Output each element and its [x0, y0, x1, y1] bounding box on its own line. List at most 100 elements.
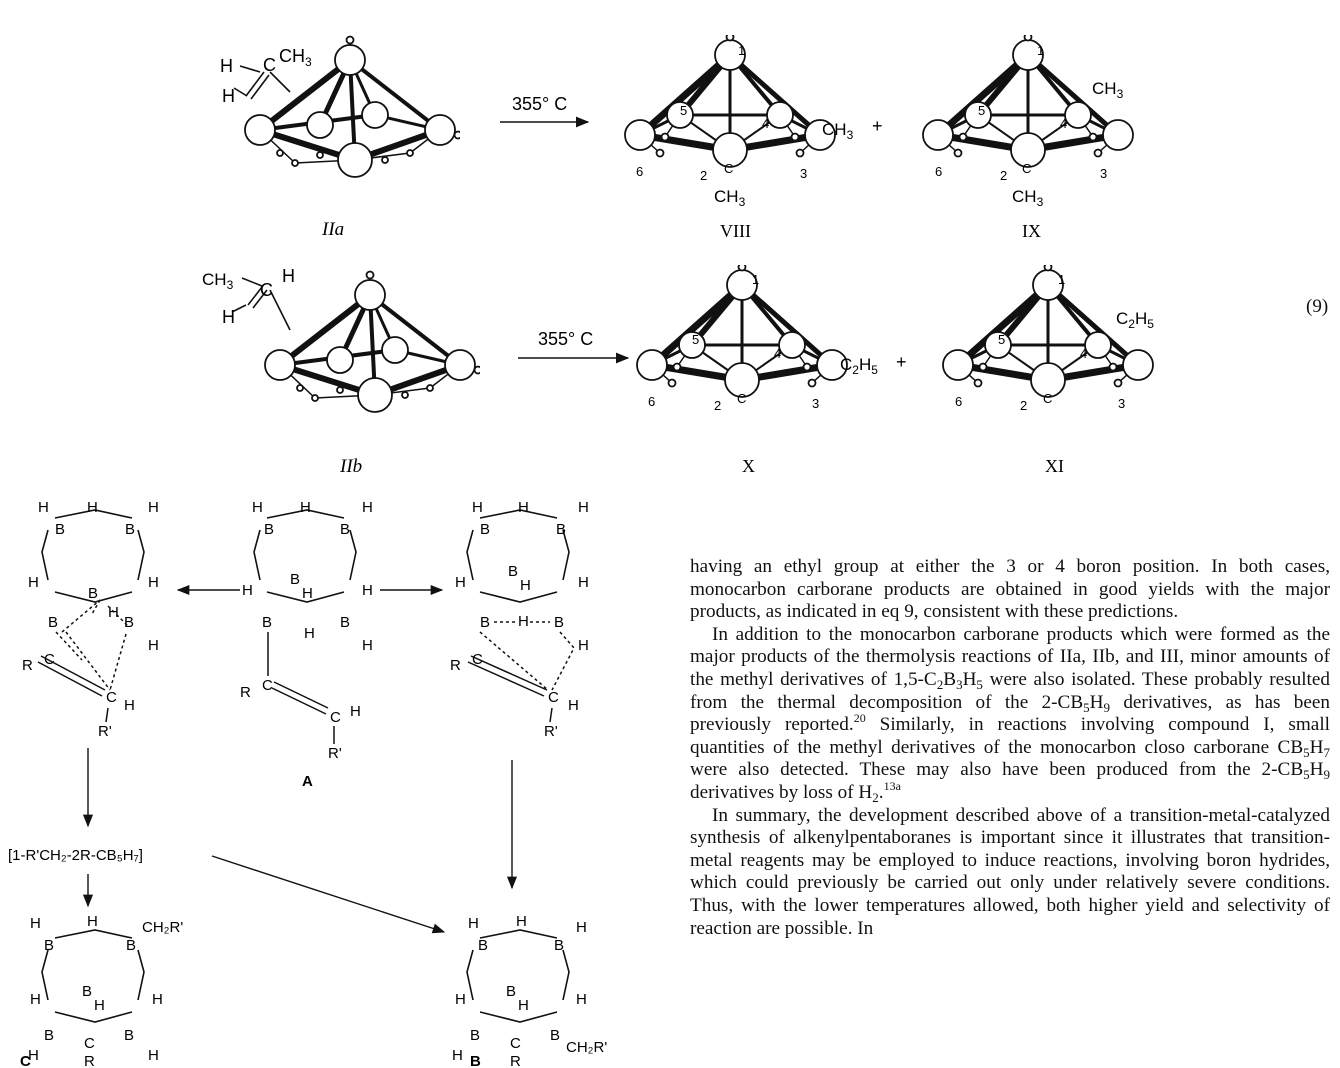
atom-label: C — [262, 677, 273, 694]
position-label: 6 — [955, 394, 962, 409]
compound-label-VIII: VIII — [720, 221, 751, 241]
position-label: 5 — [680, 103, 687, 118]
methyl-label: CH3 — [714, 187, 746, 209]
position-label: 4 — [1060, 116, 1067, 131]
atom-label: H — [362, 637, 373, 654]
equation-number: (9) — [1306, 296, 1329, 317]
atom-label: B — [125, 521, 135, 538]
atom-label: R — [240, 684, 251, 701]
atom-label: B — [478, 937, 488, 954]
position-label: 1 — [738, 43, 745, 58]
h-label: H — [282, 266, 295, 286]
position-label: 5 — [998, 332, 1005, 347]
position-label: 4 — [1080, 346, 1087, 361]
atom-label: R — [450, 657, 461, 674]
atom-label: B — [554, 614, 564, 631]
methyl-label: CH3 — [1012, 187, 1044, 209]
atom-label: B — [556, 521, 566, 538]
position-label: 1 — [752, 272, 759, 287]
atom-label: H — [152, 991, 163, 1008]
intermediate-formula: [1-R'CH₂-2R-CB₅H₇] — [8, 847, 143, 864]
atom-label: H — [576, 919, 587, 936]
position-label: 4 — [762, 116, 769, 131]
atom-label: B — [48, 614, 58, 631]
atom-label: H — [87, 913, 98, 930]
reaction-row-1: H H C CH3 IIa 355° C 1 5 4 6 2 3 C CH3 C… — [220, 34, 1133, 241]
atom-label: H — [350, 703, 361, 720]
h-label: H — [222, 307, 235, 327]
atom-label: R — [22, 657, 33, 674]
mechanism-scheme: H B H B H H H B B H B H R C C H R' — [8, 499, 607, 1068]
h-label: H — [220, 56, 233, 76]
atom-label: H — [472, 499, 483, 516]
compound-label-X: X — [742, 456, 755, 476]
atom-label: H — [108, 604, 119, 621]
atom-label: H — [455, 574, 466, 591]
atom-label: H — [148, 574, 159, 591]
position-label: 6 — [636, 164, 643, 179]
atom-label: B — [508, 563, 518, 580]
scheme-label-B: B — [470, 1053, 481, 1068]
atom-label: H — [30, 991, 41, 1008]
ethyl-label: C2H5 — [840, 355, 878, 377]
atom-label: B — [506, 983, 516, 1000]
atom-label: H — [252, 499, 263, 516]
atom-label: H — [38, 499, 49, 516]
atom-label: H — [148, 1047, 159, 1064]
position-label: 6 — [935, 164, 942, 179]
atom-label: B — [124, 614, 134, 631]
c-label: C — [260, 280, 273, 300]
atom-label: B — [262, 614, 272, 631]
atom-label: C — [510, 1035, 521, 1052]
compound-label-XI: XI — [1045, 456, 1064, 476]
atom-label: B — [55, 521, 65, 538]
atom-label: C — [44, 651, 55, 668]
methyl-label: CH3 — [1092, 79, 1124, 101]
citation: 20 — [853, 711, 866, 726]
atom-label: R' — [328, 745, 342, 762]
conditions-label: 355° C — [538, 329, 593, 349]
atom-label: B — [44, 937, 54, 954]
atom-label: H — [468, 915, 479, 932]
atom-label: H — [304, 625, 315, 642]
atom-label: H — [242, 582, 253, 599]
conditions-label: 355° C — [512, 94, 567, 114]
c-label: C — [263, 55, 276, 75]
position-label: 1 — [1037, 43, 1044, 58]
atom-label: B — [264, 521, 274, 538]
atom-label: B — [88, 585, 98, 602]
citation: 13a — [883, 778, 901, 793]
atom-label: H — [124, 697, 135, 714]
position-label: 3 — [1118, 396, 1125, 411]
atom-label: CH₂R' — [142, 919, 183, 936]
atom-label: H — [94, 997, 105, 1014]
position-label: 1 — [1058, 272, 1065, 287]
atom-label: B — [480, 614, 490, 631]
vinyl-group-2 — [231, 277, 291, 331]
atom-label: H — [362, 499, 373, 516]
atom-label: H — [516, 913, 527, 930]
plus-sign: + — [896, 352, 907, 372]
paragraph: having an ethyl group at either the 3 or… — [690, 556, 1330, 623]
scheme-label-C: C — [20, 1053, 31, 1068]
atom-label: B — [550, 1027, 560, 1044]
atom-label: R — [84, 1053, 95, 1068]
cage-carbon-label: C — [737, 391, 746, 406]
position-label: 2 — [714, 398, 721, 413]
cage-carbon-label: C — [1043, 391, 1052, 406]
compound-label-IIb: IIb — [339, 456, 362, 477]
atom-label: B — [82, 983, 92, 1000]
atom-label: B — [290, 571, 300, 588]
methyl-label: CH3 — [202, 270, 234, 292]
compound-label-IIa: IIa — [321, 219, 344, 240]
position-label: 2 — [1000, 168, 1007, 183]
h-label: H — [222, 86, 235, 106]
atom-label: B — [44, 1027, 54, 1044]
compound-label-IX: IX — [1022, 221, 1041, 241]
atom-label: B — [124, 1027, 134, 1044]
reaction-row-2: CH3 H C H IIb 355° C 1 5 4 6 2 3 C C2H5 … — [202, 264, 1154, 477]
atom-label: B — [340, 521, 350, 538]
atom-label: H — [302, 585, 313, 602]
atom-label: B — [480, 521, 490, 538]
position-label: 6 — [648, 394, 655, 409]
